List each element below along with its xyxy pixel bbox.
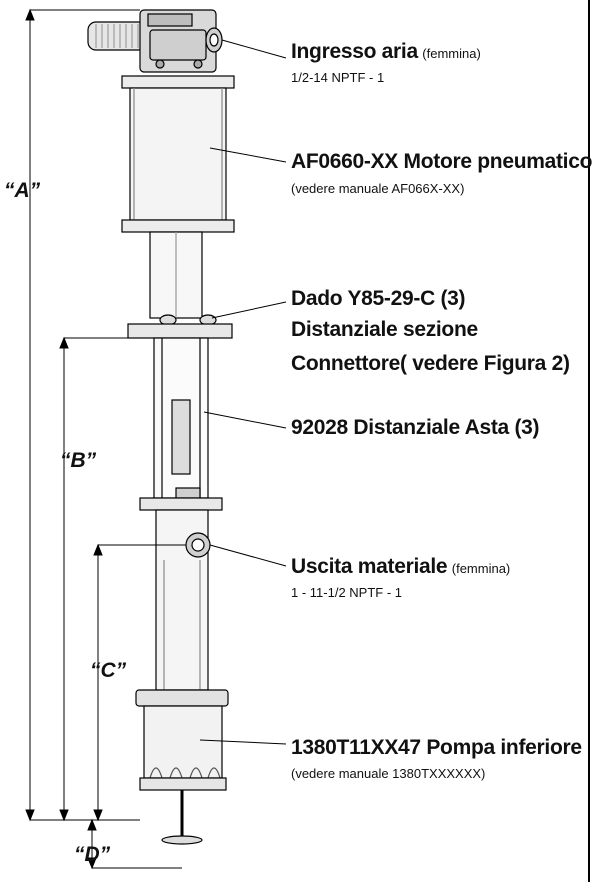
mid-plate [139,497,223,511]
dimension-lines [25,8,186,870]
motor-bottom-plate [121,219,235,233]
air-motor-title: AF0660-XX Motore pneumatico [291,150,593,173]
dim-d-label: “D” [74,843,111,866]
air-inlet-title: Ingresso aria [291,40,418,63]
intake-foot [161,835,203,845]
material-outlet-title: Uscita materiale [291,555,448,578]
dim-b-label: “B” [60,449,97,472]
motor-top-plate [121,75,235,89]
motor-cylinder [129,87,227,221]
material-outlet-qualifier: (femmina) [451,561,511,576]
dim-a-label: “A” [4,179,41,202]
lower-pump-body [143,705,223,779]
dim-c-label: “C” [90,659,127,682]
air-inlet-qualifier: (femmina) [422,46,481,61]
callout-material-outlet: Uscita materiale (femmina) [291,555,510,579]
rod-spacer-title: 92028 Distanziale Asta (3) [291,416,540,439]
air-inlet-spec: 1/2-14 NPTF - 1 [291,70,385,85]
pump-illustration [87,9,235,845]
spacer-nut-line2: Distanziale sezione [291,318,478,341]
spacer-nut-line1: Dado Y85-29-C (3) [291,287,466,310]
lower-pump-base [139,777,227,791]
connector-plate [127,323,233,339]
spacer-nut-line3: Connettore( vedere Figura 2) [291,352,570,375]
lower-pump-collar [135,689,229,707]
material-outlet-spec: 1 - 11-1/2 NPTF - 1 [291,585,403,600]
outlet-body [155,509,209,691]
callout-air-inlet: Ingresso aria (femmina) [291,40,481,64]
air-motor-note: (vedere manuale AF066X-XX) [291,181,465,196]
lower-pump-note: (vedere manuale 1380TXXXXXX) [291,766,486,781]
lower-pump-title: 1380T11XX47 Pompa inferiore [291,736,582,759]
muffler [87,21,147,51]
leader-lines [199,39,287,745]
